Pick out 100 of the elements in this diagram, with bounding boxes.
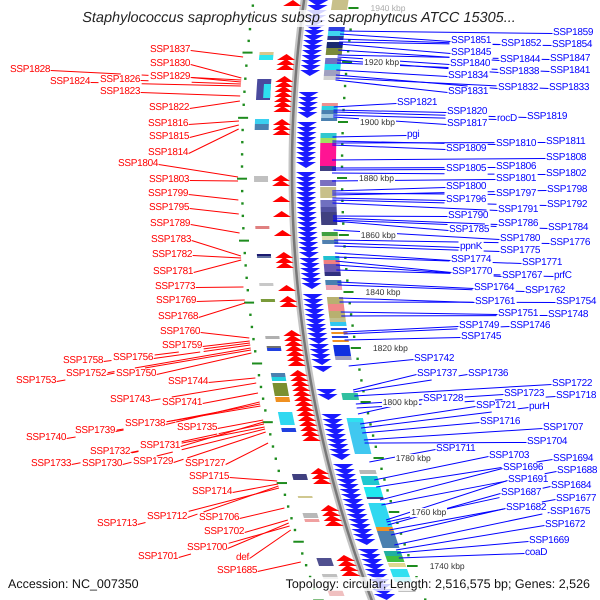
leader-line xyxy=(368,449,436,462)
leader-line xyxy=(66,406,261,439)
leader-line xyxy=(200,332,250,338)
leader-line xyxy=(337,56,450,65)
gene-label: SSP1819 xyxy=(527,112,568,122)
gene-label: SSP1754 xyxy=(556,297,596,307)
gene-label: SSP1721 xyxy=(476,401,516,411)
gene-label: SSP1823 xyxy=(100,87,140,97)
gene-label: SSP1801 xyxy=(496,174,536,184)
leader-line xyxy=(335,264,502,277)
leader-line xyxy=(156,352,252,375)
gene-label: SSP1688 xyxy=(557,466,598,476)
gene-label: SSP1815 xyxy=(149,132,190,142)
leader-line xyxy=(374,456,489,480)
leader-line xyxy=(90,82,242,86)
gene-label: SSP1669 xyxy=(529,536,570,546)
leader-line xyxy=(360,407,529,428)
leader-line xyxy=(257,562,302,572)
leader-line xyxy=(227,522,290,549)
scale-label: 1820 kbp xyxy=(372,344,409,352)
leader-line xyxy=(202,392,258,404)
leader-line xyxy=(332,142,546,144)
scale-label: 1840 kbp xyxy=(364,288,402,296)
gene-label: SSP1761 xyxy=(475,297,516,307)
gene-label: SSP1799 xyxy=(148,189,188,199)
gene-label: SSP1732 xyxy=(90,447,130,457)
gene-label: coaD xyxy=(525,548,548,558)
gene-label: SSP1722 xyxy=(552,379,592,389)
gene-label: SSP1805 xyxy=(446,164,486,174)
gene-label: SSP1775 xyxy=(500,246,540,256)
gene-label: SSP1760 xyxy=(160,327,200,337)
genome-summary-label: Topology: circular; Length: 2,516,575 bp; Genes: 2,526 xyxy=(284,577,592,591)
accession-label: Accession: NC_007350 xyxy=(6,577,141,591)
gene-label: SSP1774 xyxy=(451,255,492,265)
gene-label: SSP1696 xyxy=(503,463,544,473)
gene-label: SSP1804 xyxy=(118,159,158,169)
gene-label: SSP1684 xyxy=(551,481,592,491)
gene-label: SSP1803 xyxy=(149,175,190,185)
gene-label: SSP1781 xyxy=(153,267,194,277)
gene-label: SSP1770 xyxy=(452,267,492,277)
leader-line xyxy=(337,54,550,60)
gene-label: SSP1806 xyxy=(496,162,536,172)
leader-line xyxy=(188,120,240,125)
gene-label: SSP1687 xyxy=(501,488,542,498)
gene-label: SSP1744 xyxy=(168,377,208,387)
gene-label: SSP1789 xyxy=(150,219,190,229)
gene-label: SSP1771 xyxy=(522,258,562,268)
leader-line xyxy=(390,508,506,536)
gene-label: SSP1822 xyxy=(149,103,190,113)
leader-line xyxy=(380,471,557,506)
gene-label: SSP1752 xyxy=(66,369,106,379)
leader-line xyxy=(337,284,525,292)
gene-label: SSP1845 xyxy=(451,48,492,58)
leader-line xyxy=(334,246,500,252)
leader-line xyxy=(187,486,279,518)
gene-label: SSP1841 xyxy=(550,66,590,76)
leader-line xyxy=(332,144,446,150)
gene-label: SSP1780 xyxy=(500,234,540,244)
scale-label: 1860 kbp xyxy=(360,230,397,240)
leader-line xyxy=(173,432,266,463)
leader-line xyxy=(339,302,556,303)
gene-label: SSP1701 xyxy=(138,552,178,562)
gene-label: SSP1685 xyxy=(217,566,258,576)
leader-line xyxy=(363,428,543,440)
leader-line xyxy=(196,300,246,302)
gene-label: SSP1749 xyxy=(459,321,500,331)
leader-line xyxy=(150,382,257,401)
leader-line xyxy=(354,384,552,396)
gene-label: SSP1729 xyxy=(133,457,174,467)
leader-line xyxy=(338,50,500,61)
gene-label: SSP1786 xyxy=(498,219,538,229)
leader-line xyxy=(398,553,525,558)
gene-label: SSP1790 xyxy=(448,211,488,221)
leader-line xyxy=(137,488,280,525)
gene-label: SSP1735 xyxy=(177,423,218,433)
gene-label: SSP1797 xyxy=(496,189,536,199)
gene-label: SSP1810 xyxy=(496,139,536,149)
scale-label: 1760 kbp xyxy=(410,508,448,516)
gene-label: SSP1824 xyxy=(50,77,90,87)
leader-line xyxy=(189,100,240,109)
gene-label: SSP1834 xyxy=(448,71,488,81)
leader-line xyxy=(340,30,553,34)
gene-label: SSP1758 xyxy=(63,356,104,366)
gene-label: SSP1785 xyxy=(449,225,490,235)
gene-label: SSP1736 xyxy=(468,369,508,379)
gene-label: SSP1768 xyxy=(158,312,198,322)
leader-line xyxy=(332,190,547,196)
gene-label: SSP1769 xyxy=(156,296,196,306)
leader-line xyxy=(332,112,527,118)
leader-line xyxy=(198,302,246,318)
gene-label: SSP1796 xyxy=(446,195,486,205)
gene-label: SSP1727 xyxy=(185,459,226,469)
leader-line xyxy=(332,114,497,120)
leader-line xyxy=(340,34,451,42)
leader-line xyxy=(332,200,547,206)
gene-label: SSP1852 xyxy=(501,39,542,49)
leader-line xyxy=(229,477,278,482)
leader-line xyxy=(178,526,290,558)
leader-line xyxy=(362,422,480,434)
leader-line xyxy=(332,216,448,217)
